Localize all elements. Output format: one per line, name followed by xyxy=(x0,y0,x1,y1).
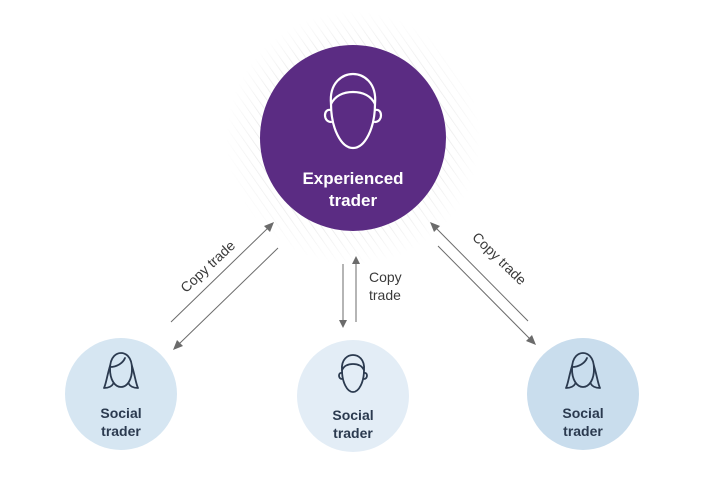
female-face-icon xyxy=(103,352,139,389)
social-trader-node-center: Social trader xyxy=(297,340,409,452)
female-face-icon xyxy=(565,352,601,389)
social-trader-node-left: Social trader xyxy=(65,338,177,450)
experienced-trader-circle xyxy=(260,45,446,231)
copy-trade-label-center-line2: trade xyxy=(369,287,401,303)
social-trader-label-right-line2: trader xyxy=(563,423,603,439)
copy-trade-arrow-center: Copy trade xyxy=(339,256,402,328)
experienced-trader-label-line1: Experienced xyxy=(302,169,403,188)
male-face-icon xyxy=(338,354,368,393)
experienced-trader-label-line2: trader xyxy=(329,191,378,210)
social-trader-label-left-line1: Social xyxy=(100,405,141,421)
social-trader-circle-left xyxy=(65,338,177,450)
social-trader-node-right: Social trader xyxy=(527,338,639,450)
social-trader-label-left-line2: trader xyxy=(101,423,141,439)
male-face-icon xyxy=(323,72,383,150)
social-trader-label-center-line2: trader xyxy=(333,425,373,441)
copy-trade-label-center-line1: Copy xyxy=(369,269,402,285)
social-trader-circle-center xyxy=(297,340,409,452)
copy-trade-arrow-left: Copy trade xyxy=(170,222,279,350)
copy-trade-label-right: Copy trade xyxy=(469,229,530,288)
experienced-trader-node: Experienced trader xyxy=(260,45,446,231)
copy-trade-arrow-right: Copy trade xyxy=(430,222,536,345)
social-trader-label-center-line1: Social xyxy=(332,407,373,423)
social-trader-circle-right xyxy=(527,338,639,450)
social-trader-label-right-line1: Social xyxy=(562,405,603,421)
